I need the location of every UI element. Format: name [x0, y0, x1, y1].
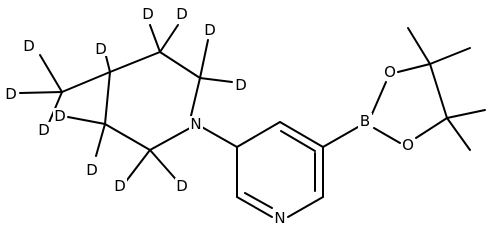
bond-me-upper-1	[407, 27, 431, 65]
bond-o-lower-c	[415, 117, 448, 139]
atom-d-c3a-right: D	[176, 5, 188, 23]
atom-d-c2b-left: D	[114, 177, 126, 195]
bond-py-n-c2-inner	[244, 192, 273, 209]
atom-d-c3a-left: D	[142, 5, 154, 23]
atom-d-methyl-left: D	[5, 85, 17, 103]
atom-d-c3b-bottom: D	[86, 161, 98, 179]
atom-d-methyl-top: D	[23, 37, 35, 55]
atom-d-c3b-left: D	[54, 107, 66, 125]
bond-me-lower-1	[446, 109, 486, 119]
bond-py-c4-c5	[279, 121, 324, 148]
atom-d-methyl-bottom: D	[38, 121, 50, 139]
atom-d-c2b-right: D	[176, 177, 188, 195]
bond-c2b-d-left	[123, 149, 151, 185]
bond-py-c6-n	[287, 196, 324, 218]
atom-o-upper: O	[384, 63, 396, 81]
atom-n-piperidine: N	[190, 115, 201, 133]
bond-c3b-d-left	[67, 116, 106, 125]
bond-py-n-c2	[236, 196, 273, 218]
atom-d-c4: D	[95, 40, 107, 58]
bond-c3b-d-bottom	[95, 123, 106, 157]
bond-py-c3-c4	[236, 121, 281, 148]
atom-o-lower: O	[402, 136, 414, 154]
bond-c2a-d-right	[199, 77, 233, 83]
bond-me-upper-2	[429, 47, 471, 65]
bond-py-b	[322, 126, 359, 148]
bond-me-lower-2	[446, 117, 471, 151]
bond-c4-methyl	[61, 71, 111, 93]
bond-b-o-upper	[371, 81, 387, 115]
bonds	[19, 24, 486, 218]
bond-c3b-c2b	[104, 123, 151, 151]
bond-c3a-d-right	[159, 24, 179, 53]
bond-c2a-d-left	[199, 39, 209, 79]
bond-c2b-n	[149, 127, 191, 151]
bond-n-pyridine	[199, 125, 238, 148]
bond-methyl-d-left	[19, 91, 63, 94]
atom-labels: D D D D D D D D D D D D N N B O O	[4, 5, 415, 227]
bond-b-o-lower	[373, 127, 401, 144]
bond-o-upper-c	[397, 63, 431, 73]
bond-c-c-ring	[429, 63, 448, 119]
bond-c3a-d-left	[149, 24, 161, 53]
atom-d-c2a-left: D	[204, 21, 216, 39]
atom-d-c2a-right: D	[235, 76, 247, 94]
bond-n-c2a	[189, 77, 201, 121]
bond-py-c4-c5-inner	[280, 130, 316, 152]
bond-methyl-d-top	[39, 54, 63, 93]
bond-c4-c3b	[104, 71, 111, 125]
bond-c2a-c3a	[159, 51, 201, 79]
bond-c3a-c4	[109, 51, 161, 73]
atom-b: B	[360, 112, 370, 130]
atom-n-pyridine: N	[274, 209, 285, 227]
